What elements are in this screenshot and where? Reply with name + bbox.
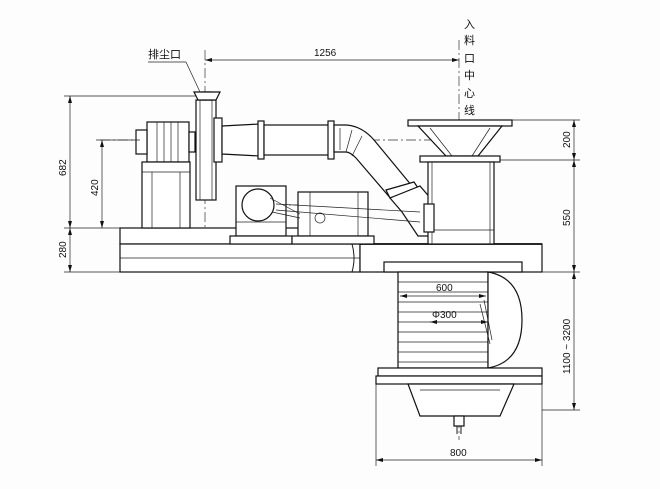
dimension-lines xyxy=(64,58,580,466)
feed-inlet-char-1: 入 xyxy=(464,18,475,31)
dust-outlet-label: 排尘口 xyxy=(148,47,181,61)
dim-top-span: 1256 xyxy=(314,48,337,59)
dim-base-height: 280 xyxy=(58,241,69,258)
feed-inlet-char-4: 中 xyxy=(464,69,475,82)
dim-inner-height: 420 xyxy=(90,179,101,196)
dust-outlet-leader xyxy=(185,61,201,93)
fan-housing xyxy=(193,91,223,201)
dim-total-height: 682 xyxy=(58,159,69,176)
drive-assembly xyxy=(229,185,421,245)
feed-inlet-char-3: 口 xyxy=(464,52,475,65)
dim-feeder-height: 550 xyxy=(562,209,573,226)
dim-bin-width: 600 xyxy=(436,283,453,294)
dim-bin-height: 1100 ~ 3200 xyxy=(562,318,573,374)
dim-bottom-width: 800 xyxy=(450,448,467,459)
fan-motor xyxy=(135,121,196,163)
feeder-body xyxy=(423,161,495,245)
feed-inlet-char-5: 心 xyxy=(464,87,475,100)
motor-stand xyxy=(141,161,191,229)
feed-inlet-label: 入 料 口 中 心 线 xyxy=(464,18,475,117)
feed-hopper xyxy=(407,119,513,163)
feed-inlet-char-6: 线 xyxy=(464,103,475,117)
dim-hopper-height: 200 xyxy=(562,131,573,148)
feed-inlet-char-2: 料 xyxy=(464,33,475,47)
storage-bin xyxy=(375,261,543,434)
dim-bin-diameter: Φ300 xyxy=(432,310,457,321)
air-duct xyxy=(221,120,433,237)
